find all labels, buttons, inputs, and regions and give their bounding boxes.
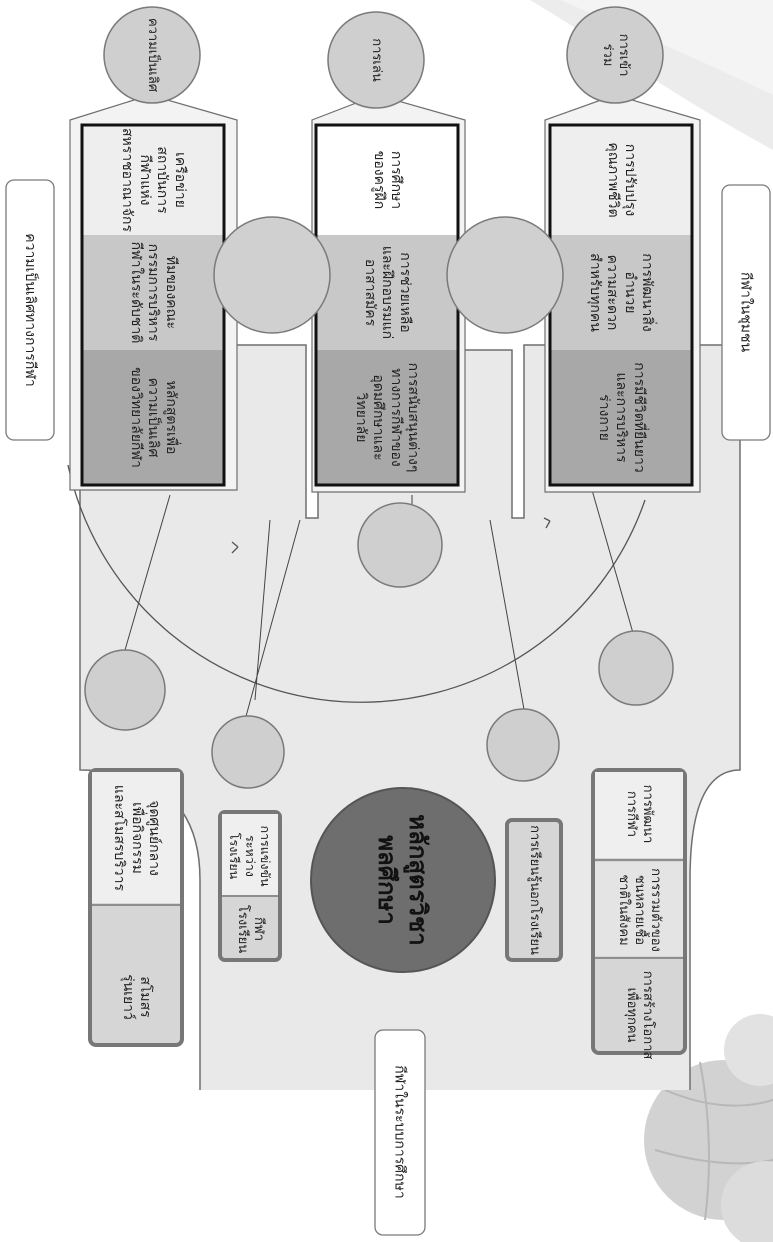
youth-club-label: สโมสร รุ่นเยาว์ — [120, 974, 154, 1020]
circle-play — [327, 11, 425, 109]
label-excellence-side: ความเป็นเลิศทางการกีฬา — [22, 233, 38, 387]
circle-label-participation: การเข้า ร่วม — [600, 33, 632, 77]
grid-3-2: การพัฒนาสิ่งอำนวย ความสะดวก สำหรับทุกคน — [587, 253, 656, 332]
grid-3-3: การปรับปรุง คุณภาพชีวิต — [605, 142, 639, 218]
circle-link-2 — [446, 216, 564, 334]
activity-centre-label: จุดศูนย์กลาง เพื่อกิจกรรม และสโมสรบริวาร — [111, 784, 163, 892]
grid-1-3: เครือข่าย สถาบันการ กีฬาแห่ง สหราชอาณาจั… — [119, 128, 189, 232]
circle-right-1 — [486, 708, 560, 782]
center-circle — [310, 787, 496, 973]
opportunity-label: การสร้างโอกาส เพื่อทุกคน — [624, 970, 656, 1060]
inter-school-label: การแข่งขัน ระหว่างโรงเรียน — [227, 825, 274, 887]
circle-excellence — [103, 6, 201, 104]
circle-left-1 — [84, 649, 166, 731]
grid-2-2: การช่วยเหลือ และฝึกอบรมแก่ อาสาสมัคร — [361, 245, 413, 340]
arc-arrow-2 — [543, 517, 551, 529]
grid-1-1: หลักสูตรเพื่อ ความเป็นเลิศ ของวิทยาลัยกี… — [127, 367, 179, 468]
multiracial-label: การรวมตัวของ ชนหลายเชื้อ ชาติในสังคม — [615, 868, 664, 952]
sports-balls-image — [644, 1014, 773, 1242]
side-box-excellence — [5, 179, 55, 441]
sport-development-label: การพัฒนา การกีฬา — [624, 784, 656, 844]
circle-label-excellence: ความเป็นเลิศ — [145, 17, 161, 93]
grid-2-3: การศึกษา ของครูฝึก — [371, 150, 405, 210]
outside-school-label: การเรียนรู้นอกโรงเรียน — [527, 825, 543, 955]
circle-center-top — [357, 502, 443, 588]
circle-participation — [566, 6, 664, 104]
circle-left-2 — [211, 715, 285, 789]
side-box-education — [374, 1029, 426, 1236]
flow-arc — [67, 464, 646, 703]
box-outside-school — [505, 818, 563, 962]
side-box-community — [721, 184, 771, 441]
circle-right-2 — [598, 630, 674, 706]
arc-arrow-1 — [231, 541, 239, 554]
circle-label-play: การเล่น — [369, 38, 385, 82]
grid-3-1: การมีชีวิตที่ยืนยาว และการบริหาร ร่างกาย — [595, 362, 647, 473]
circle-link-1 — [213, 216, 331, 334]
grid-2-1: การสนับสนุนต่างๆ ทางการกีฬาของ อุดมศึกษา… — [353, 362, 422, 473]
grid-1-2: ทีมของคณะ กรรมการบริหาร กีฬาในระดับชาติ — [127, 241, 179, 344]
label-education-side: กีฬาในระบบการศึกษา — [391, 1065, 408, 1199]
label-community-side: กีฬาในชุมชน — [737, 271, 754, 353]
center-circle-label: หลักสูตรวิชา พลศึกษา — [373, 814, 434, 946]
